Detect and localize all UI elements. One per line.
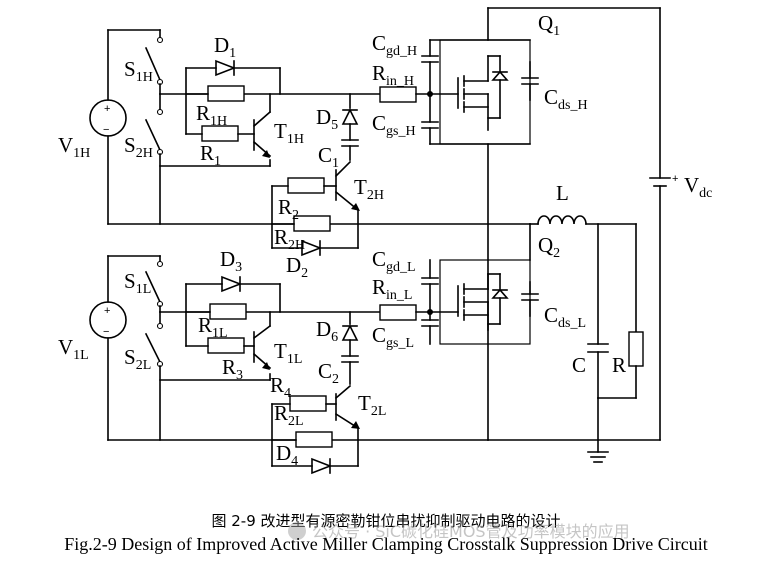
label-t2h: T2H: [354, 175, 384, 203]
label-d3: D3: [220, 247, 242, 275]
label-cgd-h: Cgd_H: [372, 31, 417, 59]
label-d2: D2: [286, 253, 308, 281]
label-s2h: S2H: [124, 133, 153, 161]
label-r4: R4: [270, 373, 291, 401]
label-r: R: [612, 353, 626, 377]
label-r1l: R1L: [198, 313, 228, 341]
label-r2h: R2H: [274, 225, 305, 253]
diode-d6: [341, 324, 359, 341]
source-v1h: + −: [89, 29, 127, 225]
mosfet-q2: [439, 223, 539, 345]
diode-d3: [221, 275, 243, 293]
label-cds-l: Cds_L: [544, 303, 586, 331]
label-c1: C1: [318, 143, 339, 171]
resistor-r4: [289, 395, 327, 412]
transistor-t1l: [252, 311, 272, 370]
capacitor-cgs-l: [421, 311, 439, 345]
watermark-text: 公众号 · SiC碳化硅MOS管及功率模块的应用: [312, 522, 630, 541]
source-vdc: +: [649, 7, 678, 441]
resistor-rin-l: [379, 304, 417, 321]
capacitor-cgd-h: [421, 39, 439, 95]
resistor-r2l: [295, 431, 333, 448]
capacitor-cgs-h: [421, 93, 439, 145]
vdc-plus-sign: +: [672, 173, 678, 185]
minus-sign: −: [103, 326, 109, 338]
label-d5: D5: [316, 105, 338, 133]
resistor-r: [628, 331, 644, 367]
label-rin-l: Rin_L: [372, 275, 412, 303]
label-r3: R3: [222, 355, 243, 383]
inductor-l: [529, 215, 637, 225]
resistor-r1l: [209, 303, 247, 320]
component-labels: S1H S2H D1 R1H R1 T1H V1H D5 C1 T2H R2 R…: [58, 11, 712, 469]
high-side-driver: + −: [89, 29, 531, 257]
diode-d4: [311, 457, 333, 475]
transistor-t2l: [334, 384, 360, 430]
label-r1: R1: [200, 141, 221, 169]
label-q1: Q1: [538, 11, 560, 39]
watermark: 公众号 · SiC碳化硅MOS管及功率模块的应用: [288, 518, 630, 542]
label-r2l: R2L: [274, 401, 304, 429]
resistor-rin-h: [379, 86, 417, 103]
circuit-diagram: + −: [58, 7, 712, 475]
transistor-t1h: [252, 93, 272, 158]
ground-symbol: [587, 397, 609, 463]
label-v1l: V1L: [58, 335, 89, 363]
label-r1h: R1H: [196, 101, 227, 129]
label-s2l: S2L: [124, 345, 151, 373]
label-l: L: [556, 181, 569, 205]
label-t2l: T2L: [358, 391, 386, 419]
label-q2: Q2: [538, 233, 560, 261]
diode-d5: [341, 108, 359, 125]
capacitor-c: [587, 343, 609, 353]
label-cgs-h: Cgs_H: [372, 111, 416, 139]
label-c2: C2: [318, 359, 339, 387]
capacitor-cgd-l: [421, 259, 439, 313]
switch-s1h: [144, 29, 164, 95]
wechat-logo-icon: [288, 522, 306, 540]
figure-caption-english: Fig.2-9 Design of Improved Active Miller…: [64, 534, 708, 554]
resistor-r2h: [293, 215, 331, 232]
resistor-r1h: [207, 85, 245, 102]
source-v1l: + −: [89, 255, 127, 441]
transistor-t2h: [334, 160, 360, 212]
label-r2: R2: [278, 195, 299, 223]
label-v1h: V1H: [58, 133, 90, 161]
capacitor-c2: [341, 355, 359, 363]
label-s1l: S1L: [124, 269, 151, 297]
plus-sign: +: [104, 103, 110, 115]
mosfet-q1: [439, 7, 661, 441]
label-rin-h: Rin_H: [372, 61, 414, 89]
label-s1h: S1H: [124, 57, 153, 85]
label-c: C: [572, 353, 586, 377]
switch-s1l: [144, 255, 164, 313]
label-cgd-l: Cgd_L: [372, 247, 416, 275]
label-d4: D4: [276, 441, 298, 469]
label-cgs-l: Cgs_L: [372, 323, 414, 351]
capacitor-c1: [341, 139, 359, 147]
label-vdc: Vdc: [684, 173, 712, 201]
label-d1: D1: [214, 33, 236, 61]
label-t1h: T1H: [274, 119, 304, 147]
low-side-driver: + −: [89, 255, 489, 475]
label-d6: D6: [316, 317, 338, 345]
label-t1l: T1L: [274, 339, 302, 367]
minus-sign: −: [103, 124, 109, 136]
label-cds-h: Cds_H: [544, 85, 588, 113]
switch-s2l: [144, 311, 164, 441]
plus-sign: +: [104, 305, 110, 317]
diode-d1: [215, 59, 237, 77]
resistor-r2: [287, 177, 325, 194]
